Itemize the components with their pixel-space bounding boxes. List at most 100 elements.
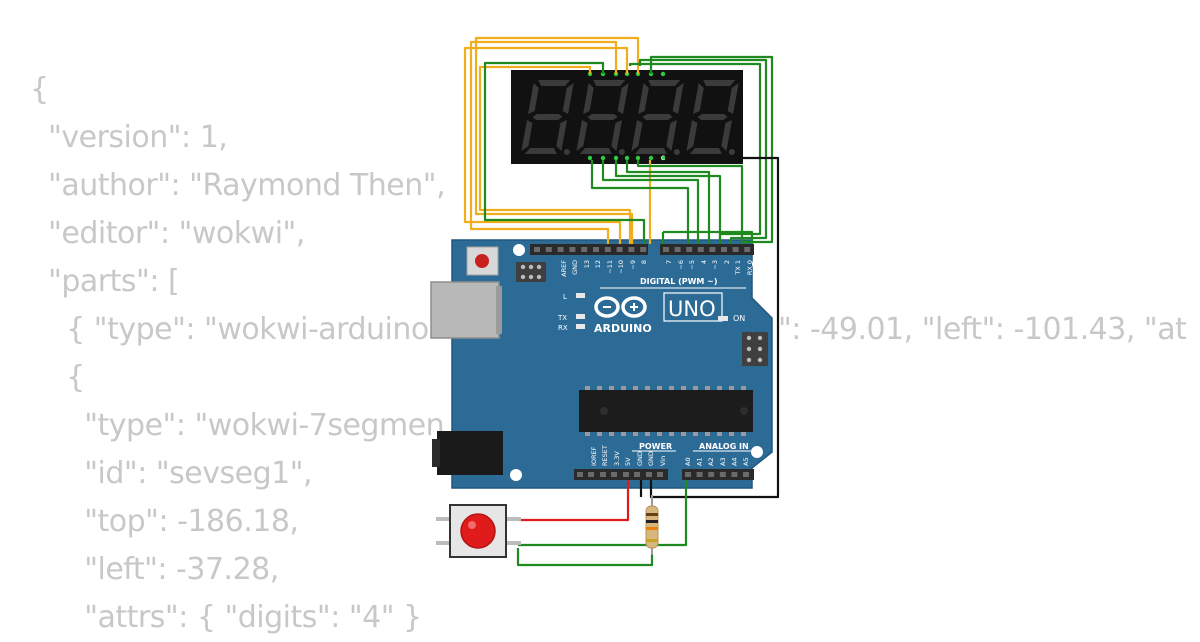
chip-leg xyxy=(657,432,662,436)
digital-pin-hole[interactable] xyxy=(721,247,727,252)
analog-pin-hole[interactable] xyxy=(743,472,749,477)
display-segment xyxy=(697,114,728,120)
analog-pin-hole[interactable] xyxy=(719,472,726,477)
power-pin-label: RESET xyxy=(601,445,609,466)
analog-pin-hole[interactable] xyxy=(696,472,703,477)
chip-leg xyxy=(741,432,746,436)
wire-green-5 xyxy=(590,160,690,244)
digital-pin-hole[interactable] xyxy=(557,247,564,252)
chip-leg xyxy=(729,432,734,436)
digital-pin-hole[interactable] xyxy=(686,247,693,252)
display-segment xyxy=(611,120,622,151)
digital-pin-label: ~11 xyxy=(606,260,614,274)
display-pin-bottom[interactable] xyxy=(635,155,641,161)
digital-pin-hole[interactable] xyxy=(674,247,681,252)
chip-leg xyxy=(729,386,734,390)
display-digits xyxy=(521,80,739,155)
analog-pin-label: A0 xyxy=(684,457,692,466)
display-segment xyxy=(556,120,567,151)
digital-pin-header[interactable] xyxy=(530,244,754,255)
wire-green-12 xyxy=(516,548,654,567)
analog-pin-hole[interactable] xyxy=(731,472,738,477)
wire-green-1 xyxy=(483,61,646,244)
json-line-12: "attrs": { "digits": "4" } xyxy=(30,600,422,635)
digital-pin-hole[interactable] xyxy=(732,247,739,252)
digital-pin-hole[interactable] xyxy=(709,247,716,252)
usb-connector xyxy=(430,281,500,339)
digital-pin-hole[interactable] xyxy=(663,247,669,252)
display-segment xyxy=(666,120,677,151)
digital-pin-hole[interactable] xyxy=(744,247,751,252)
digital-pin-hole[interactable] xyxy=(628,247,635,252)
wire-green-7 xyxy=(625,160,711,244)
display-segment xyxy=(576,120,588,151)
display-pin-bottom[interactable] xyxy=(648,155,654,161)
power-pin-hole[interactable] xyxy=(646,472,652,477)
display-pin-bottom[interactable] xyxy=(613,155,619,161)
push-button[interactable] xyxy=(436,504,521,558)
power-pin-hole[interactable] xyxy=(623,472,629,477)
power-pin-hole[interactable] xyxy=(611,472,617,477)
atmega-chip xyxy=(579,386,753,436)
display-pin-bottom[interactable] xyxy=(624,155,630,161)
power-pin-label: Vin xyxy=(659,456,667,466)
digital-pin-hole[interactable] xyxy=(640,247,647,252)
display-segment xyxy=(524,148,557,154)
led-l xyxy=(576,293,585,298)
digital-pin-hole[interactable] xyxy=(616,247,623,252)
display-pin-top[interactable] xyxy=(660,71,666,77)
chip-leg xyxy=(621,432,626,436)
display-pin-bottom[interactable] xyxy=(587,155,593,161)
display-segment xyxy=(579,148,612,154)
json-line-5: "parts": [ xyxy=(30,264,180,299)
analog-pin-hole[interactable] xyxy=(685,472,691,477)
chip-leg xyxy=(717,432,722,436)
display-segment xyxy=(631,120,643,151)
display-pin-bottom[interactable] xyxy=(600,155,606,161)
mounting-hole xyxy=(752,258,764,270)
led-label-l: L xyxy=(563,293,567,301)
power-section-label: POWER xyxy=(639,442,672,451)
digital-pin-hole[interactable] xyxy=(545,247,552,252)
analog-pin-label: A2 xyxy=(707,457,715,466)
analog-pin-label: A4 xyxy=(730,457,738,466)
digital-pin-hole[interactable] xyxy=(604,247,611,252)
icsp-header-right xyxy=(742,332,768,366)
wires[interactable] xyxy=(463,36,780,567)
digital-pin-hole[interactable] xyxy=(569,247,576,252)
power-pin-label: GND xyxy=(636,451,644,466)
power-pin-header[interactable] xyxy=(574,469,668,480)
seven-segment-display[interactable]: C xyxy=(511,70,743,164)
power-jack xyxy=(437,431,503,475)
digital-pin-hole[interactable] xyxy=(593,247,599,252)
json-line-6-fragment: ": -49.01, "left": -101.43, "at xyxy=(778,312,1187,347)
analog-pin-hole[interactable] xyxy=(708,472,715,477)
chip-leg xyxy=(657,386,662,390)
wire-green-6 xyxy=(601,160,700,244)
digital-pin-label: TX 1 xyxy=(734,260,742,276)
display-segment xyxy=(693,83,704,114)
analog-section-label: ANALOG IN xyxy=(699,442,749,451)
wire-green-9 xyxy=(614,160,722,244)
display-pin-bottom[interactable] xyxy=(660,155,666,161)
json-line-7: { xyxy=(30,360,85,395)
display-segment xyxy=(532,114,563,120)
power-pin-hole[interactable] xyxy=(634,472,640,477)
power-pin-label: GND xyxy=(647,451,655,466)
chip-leg xyxy=(633,432,638,436)
analog-pin-header[interactable] xyxy=(682,469,754,480)
reset-button-cap[interactable] xyxy=(475,254,489,268)
power-pin-hole[interactable] xyxy=(577,472,583,477)
digital-pin-label: ~6 xyxy=(677,260,685,270)
digital-pin-hole[interactable] xyxy=(697,247,704,252)
resistor[interactable] xyxy=(645,495,659,555)
power-pin-hole[interactable] xyxy=(600,472,606,477)
power-pin-hole[interactable] xyxy=(588,472,594,477)
digital-pin-hole[interactable] xyxy=(581,247,588,252)
display-segment xyxy=(634,148,667,154)
chip-leg xyxy=(597,432,602,436)
power-pin-hole[interactable] xyxy=(657,472,663,477)
digital-pin-hole[interactable] xyxy=(534,247,540,252)
